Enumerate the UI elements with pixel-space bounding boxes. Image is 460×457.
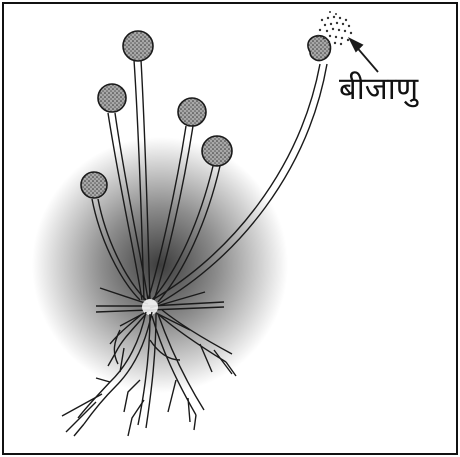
sporangium-4 — [178, 98, 206, 126]
sporangium-1 — [81, 172, 107, 198]
junction-highlight — [142, 299, 158, 315]
background-halo — [32, 137, 288, 393]
sporangium-3 — [123, 31, 153, 61]
sporangium-6-bursting — [308, 36, 331, 61]
sporangium-5 — [202, 136, 232, 166]
sporangium-2 — [98, 84, 126, 112]
spores-label: बीजाणु — [339, 74, 418, 105]
spore-arrow — [350, 39, 378, 72]
